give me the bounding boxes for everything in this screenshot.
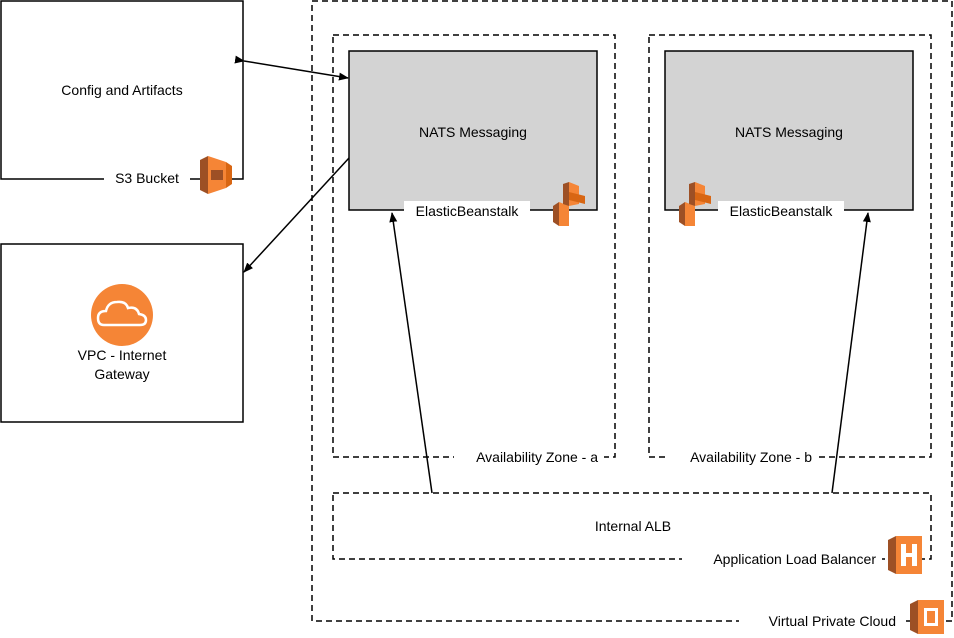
elastic-beanstalk-b-box[interactable]: NATS Messaging ElasticBeanstalk (664, 50, 914, 221)
vpc-icon (910, 600, 944, 634)
load-balancer-icon (888, 536, 922, 574)
s3-eb-a-connector (234, 55, 349, 81)
alb-eb-a-connector (389, 212, 433, 494)
availability-zone-b: Availability Zone - b (648, 34, 932, 466)
eb-a-caption: ElasticBeanstalk (416, 203, 520, 219)
availability-zone-a: Availability Zone - a (332, 34, 616, 466)
alb-title: Internal ALB (595, 518, 671, 534)
vpc-caption: Virtual Private Cloud (769, 613, 896, 629)
vpc-container: Virtual Private Cloud (311, 0, 953, 630)
eb-b-title: NATS Messaging (735, 124, 843, 140)
s3-config-box[interactable]: Config and Artifacts S3 Bucket (0, 0, 244, 188)
igw-title-line1: VPC - Internet (78, 347, 167, 363)
alb-eb-b-connector (831, 212, 871, 494)
az-b-caption: Availability Zone - b (690, 449, 812, 465)
s3-bucket-icon (200, 156, 232, 194)
elastic-beanstalk-icon (679, 182, 711, 226)
eb-b-caption: ElasticBeanstalk (730, 203, 834, 219)
internal-alb-box[interactable]: Internal ALB Application Load Balancer (332, 492, 932, 568)
az-a-caption: Availability Zone - a (476, 449, 598, 465)
s3-box-caption: S3 Bucket (115, 170, 179, 186)
elastic-beanstalk-a-box[interactable]: NATS Messaging ElasticBeanstalk (348, 50, 598, 221)
elastic-beanstalk-icon (553, 182, 585, 226)
alb-caption: Application Load Balancer (713, 551, 876, 567)
eb-a-title: NATS Messaging (419, 124, 527, 140)
s3-box-title: Config and Artifacts (61, 82, 182, 98)
eb-a-igw-connector (243, 157, 350, 273)
igw-title-line2: Gateway (94, 366, 149, 382)
internet-gateway-cloud-icon (91, 284, 153, 346)
